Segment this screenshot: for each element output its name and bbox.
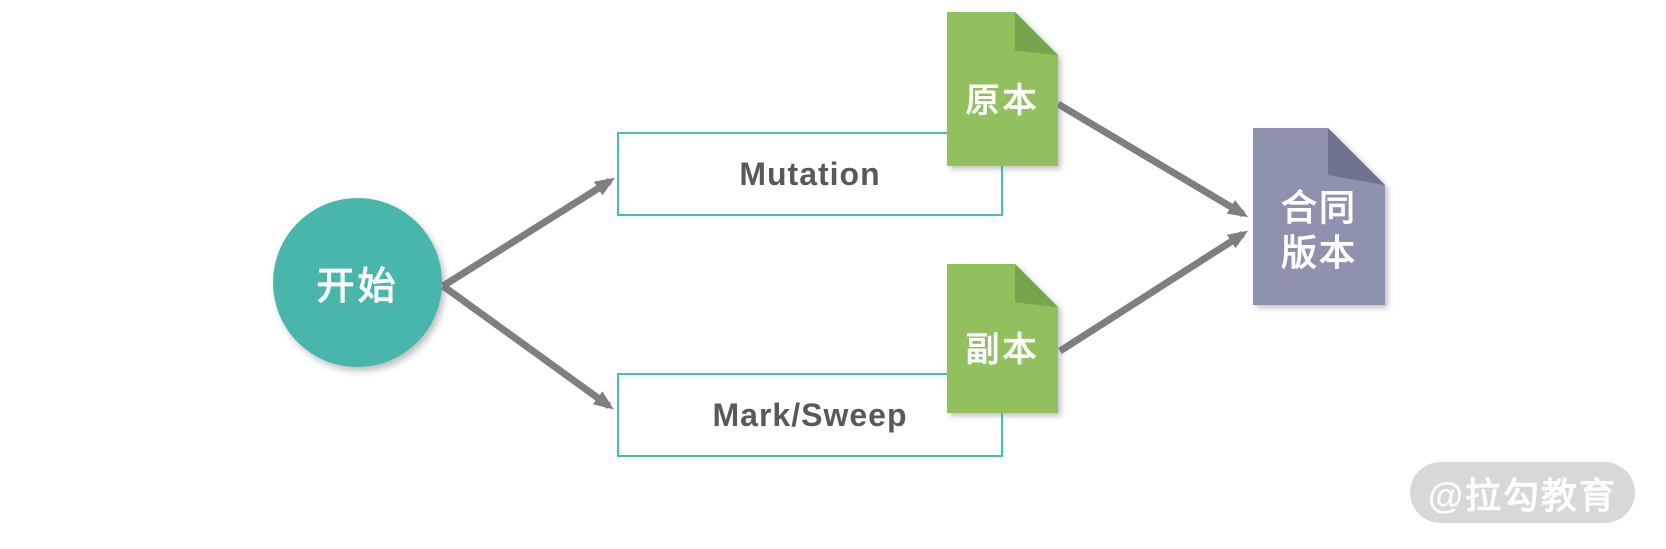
process-box-mark-sweep-label: Mark/Sweep <box>712 396 908 433</box>
document-contract-version-body: 合同 版本 <box>1253 128 1385 305</box>
arrow-copy-to-result <box>1058 230 1249 354</box>
arrow-start-to-marksweep <box>440 283 614 410</box>
start-node: 开始 <box>273 198 442 367</box>
document-copy-body: 副本 <box>947 264 1058 413</box>
document-node-copy: 副本 <box>947 264 1058 413</box>
start-node-label: 开始 <box>316 266 399 308</box>
document-copy-label: 副本 <box>965 331 1040 369</box>
arrow-start-to-mutation <box>441 177 616 289</box>
process-box-mutation: Mutation <box>617 132 1003 216</box>
process-box-mutation-label: Mutation <box>739 155 881 192</box>
watermark-label: @拉勾教育 <box>1427 474 1618 516</box>
arrow-original-to-result <box>1056 100 1249 218</box>
document-node-original: 原本 <box>947 12 1058 166</box>
document-original-label: 原本 <box>965 81 1040 120</box>
contract-version-label-line1: 合同 <box>1280 186 1357 228</box>
document-original-body: 原本 <box>947 12 1058 166</box>
process-box-mark-sweep: Mark/Sweep <box>617 373 1003 457</box>
watermark-badge: @拉勾教育 <box>1410 462 1635 523</box>
document-node-contract-version: 合同 版本 <box>1253 128 1385 305</box>
contract-version-label-line2: 版本 <box>1280 231 1357 273</box>
